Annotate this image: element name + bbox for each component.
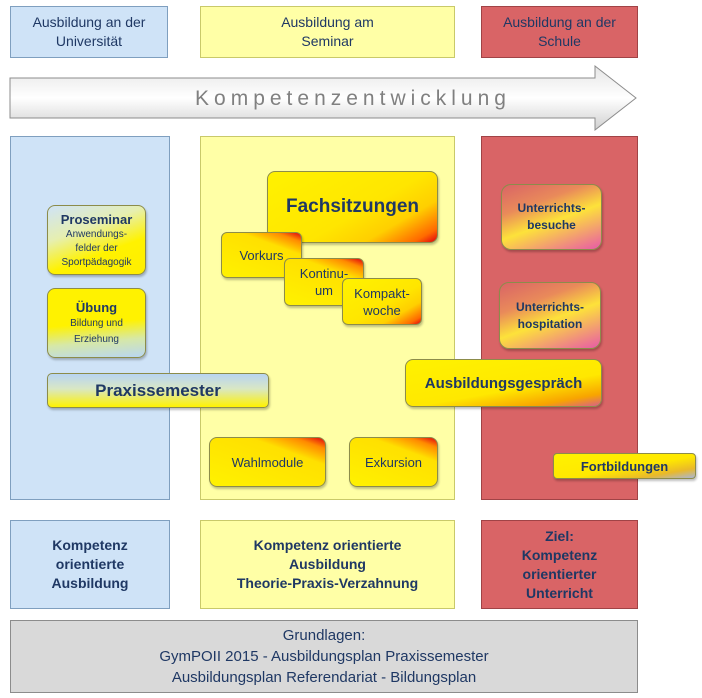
fortbildungen-label: Fortbildungen [580,458,669,474]
kompaktwoche-box: Kompakt- woche [342,278,422,325]
grundlagen-line1: Grundlagen: [282,627,366,644]
arrow-label: Kompetenzentwicklung [195,87,511,110]
kompetenz-arrow: Kompetenzentwicklung [9,64,637,132]
unterrichtshospitation-box: Unterrichts- hospitation [499,282,601,349]
grundlagen-line3: Ausbildungsplan Referendariat - Bildungs… [171,669,477,686]
exkursion-box: Exkursion [349,437,438,487]
grundlagen-box: Grundlagen: GymPOII 2015 - Ausbildungspl… [10,620,638,693]
wahlmodule-label: Wahlmodule [231,454,304,470]
proseminar-title: Proseminar [60,212,133,227]
fachsitzungen-label: Fachsitzungen [285,196,419,217]
praxissemester-label: Praxissemester [95,380,221,400]
unterrichtsbesuche-box: Unterrichts- besuche [501,184,602,250]
ausbildungsgespraech-label: Ausbildungsgespräch [424,374,583,392]
bottom-seminar-label: Kompetenz orientierte Ausbildung Theorie… [236,537,419,591]
bottom-universitaet-label: Kompetenz orientierte Ausbildung [51,537,129,591]
header-seminar: Ausbildung am Seminar [200,6,455,58]
kontinuum-label: Kontinu- um [299,266,349,298]
exkursion-label: Exkursion [364,454,423,470]
unterrichtshospitation-label: Unterrichts- hospitation [515,299,584,331]
uebung-title: Übung [75,299,118,315]
praxissemester-box: Praxissemester [47,373,269,408]
bottom-universitaet: Kompetenz orientierte Ausbildung [10,520,170,609]
header-schule: Ausbildung an der Schule [481,6,638,58]
header-universitaet: Ausbildung an der Universität [10,6,168,58]
bottom-schule: Ziel: Kompetenz orientierter Unterricht [481,520,638,609]
uebung-box: Übung Bildung und Erziehung [47,288,146,358]
proseminar-subtitle: Anwendungs- felder der Sportpädagogik [61,229,132,268]
fachsitzungen-box: Fachsitzungen [267,171,438,243]
ausbildungsgespraech-box: Ausbildungsgespräch [405,359,602,407]
proseminar-box: Proseminar Anwendungs- felder der Sportp… [47,205,146,275]
grundlagen-line2: GymPOII 2015 - Ausbildungsplan Praxissem… [159,648,489,665]
header-universitaet-label: Ausbildung an der Universität [32,14,146,49]
kompaktwoche-label: Kompakt- woche [354,285,410,318]
unterrichtsbesuche-label: Unterrichts- besuche [517,201,586,232]
bottom-schule-label: Ziel: Kompetenz orientierter Unterricht [521,527,598,601]
header-seminar-label: Ausbildung am Seminar [281,14,374,49]
bottom-seminar: Kompetenz orientierte Ausbildung Theorie… [200,520,455,609]
uebung-subtitle: Bildung und Erziehung [70,317,123,345]
fortbildungen-box: Fortbildungen [553,453,696,479]
header-schule-label: Ausbildung an der Schule [503,14,616,49]
wahlmodule-box: Wahlmodule [209,437,326,487]
vorkurs-label: Vorkurs [239,247,284,263]
